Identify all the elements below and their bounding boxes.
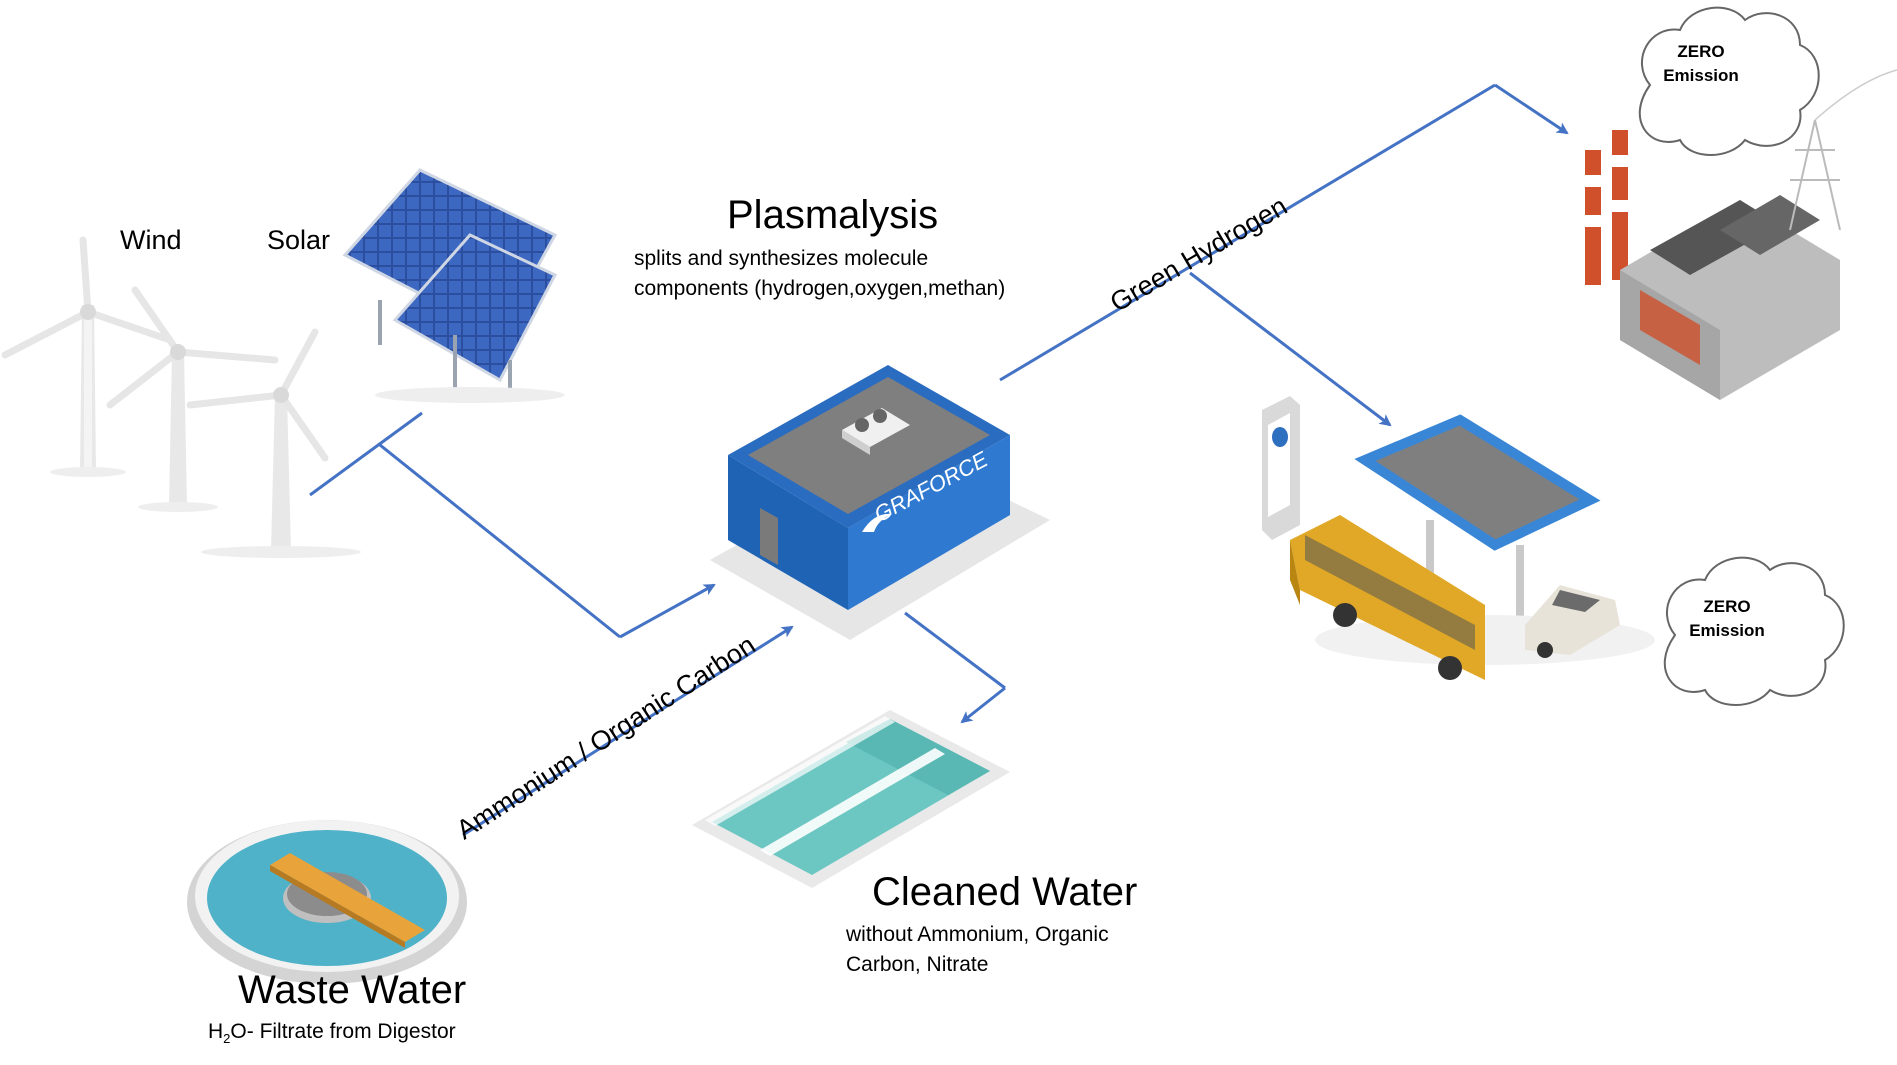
cleaned-water-arrow: [904, 611, 1006, 724]
plasmalysis-description: splits and synthesizes molecule componen…: [634, 247, 1006, 300]
factory-icon: [1585, 69, 1897, 400]
waste-water-title: Waste Water: [238, 968, 467, 1012]
cleaned-water-pools-icon: [692, 710, 1010, 888]
renewable-energy-connector: [309, 411, 716, 639]
plasmalysis-title: Plasmalysis: [727, 193, 939, 237]
zero-emission-cloud-top: [1638, 6, 1820, 156]
wind-label: Wind: [120, 225, 182, 255]
plasmalysis-unit-icon: [710, 365, 1050, 640]
zero-emission-cloud-bottom: [1663, 556, 1845, 706]
waste-water-description: H2O- Filtrate from Digestor: [208, 1020, 456, 1047]
solar-label: Solar: [267, 225, 331, 255]
solar-panels-icon: [342, 168, 565, 403]
ammonium-carbon-arrow: [462, 625, 794, 837]
wind-turbines-icon: [1, 236, 361, 558]
green-hydrogen-arrow: [999, 83, 1569, 427]
cleaned-water-description: without Ammonium, Organic Carbon, Nitrat…: [846, 923, 1109, 976]
waste-water-tank-icon: [187, 820, 467, 984]
hydrogen-station-icon: [1262, 396, 1655, 680]
cleaned-water-title: Cleaned Water: [872, 870, 1138, 914]
